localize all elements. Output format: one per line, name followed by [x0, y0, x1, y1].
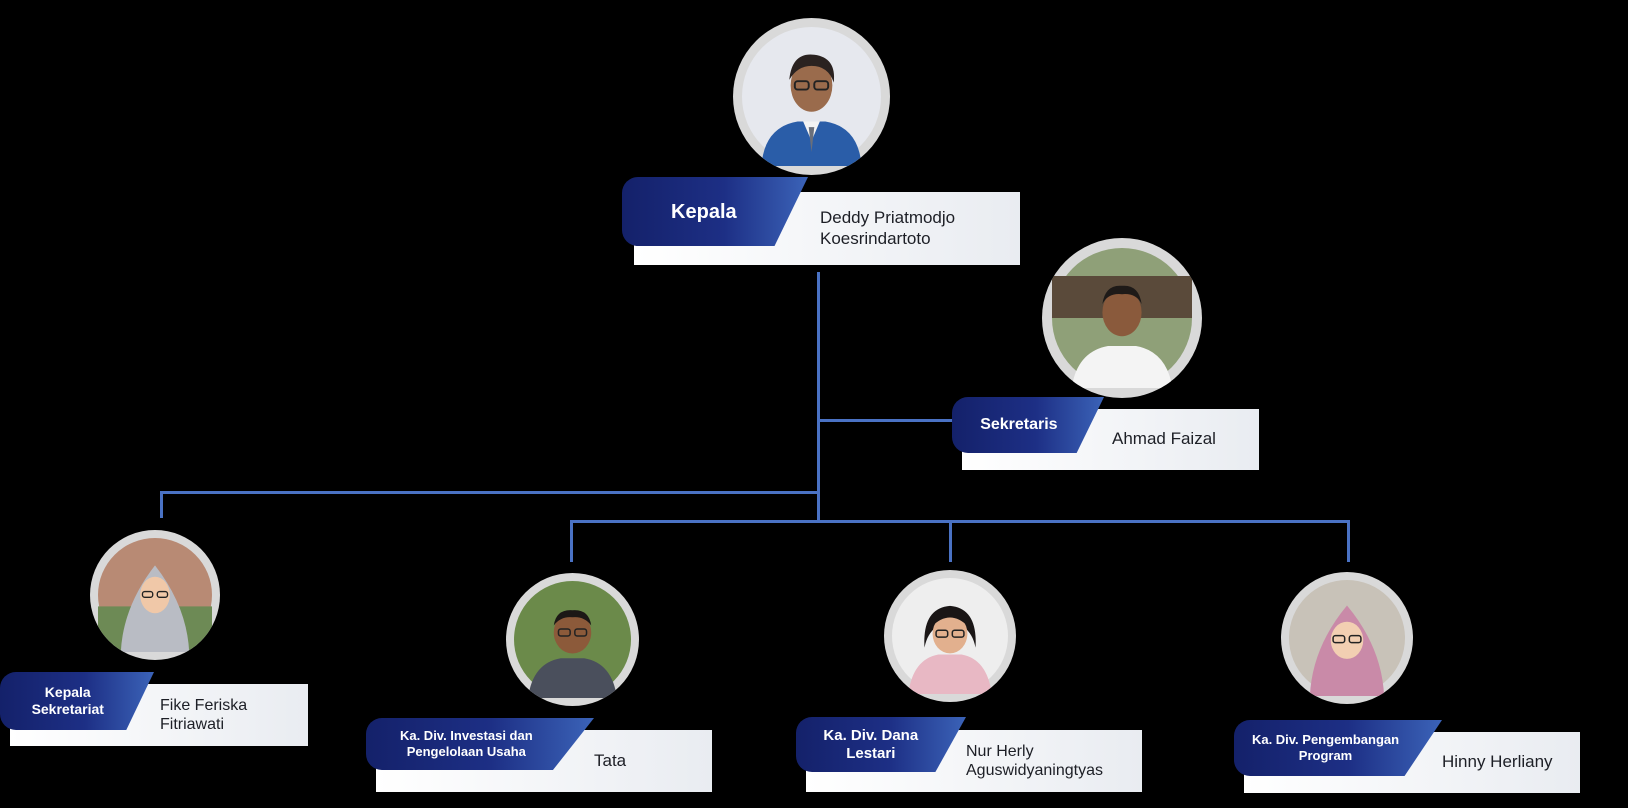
division-dana-card: Nur Herly Aguswidyaningtyas Ka. Div. Dan…: [796, 717, 1142, 792]
secretary-name: Ahmad Faizal: [1112, 429, 1216, 449]
portrait-man-icon: [1052, 248, 1192, 388]
portrait-woman-icon: [892, 578, 1008, 694]
division-pengembangan-role-badge: Ka. Div. Pengembangan Program: [1234, 720, 1442, 776]
portrait-woman-hijab-icon: [98, 538, 212, 652]
connector-secretariat-horizontal: [160, 491, 820, 494]
portrait-man-icon: [514, 581, 631, 698]
division-pengembangan-role: Ka. Div. Pengembangan Program: [1251, 732, 1400, 763]
head-photo: [733, 18, 890, 175]
secretariat-head-photo: [90, 530, 220, 660]
secretary-role-badge: Sekretaris: [952, 397, 1104, 453]
division-investasi-card: Tata Ka. Div. Investasi dan Pengelolaan …: [366, 718, 712, 792]
secretariat-head-card: Fike Feriska Fitriawati Kepala Sekretari…: [0, 672, 308, 746]
division-pengembangan-name: Hinny Herliany: [1442, 752, 1553, 772]
division-dana-photo: [884, 570, 1016, 702]
connector-division-3-drop: [1347, 520, 1350, 562]
secretariat-head-role: Kepala Sekretariat: [31, 684, 104, 717]
connector-division-1-drop: [570, 520, 573, 562]
division-investasi-name: Tata: [594, 750, 627, 770]
division-investasi-photo: [506, 573, 639, 706]
division-pengembangan-photo: [1281, 572, 1413, 704]
portrait-man-icon: [742, 27, 881, 166]
secretariat-head-name: Fike Feriska Fitriawati: [160, 696, 248, 733]
connector-trunk: [817, 272, 820, 522]
secretariat-head-role-badge: Kepala Sekretariat: [0, 672, 154, 730]
secretary-card: Ahmad Faizal Sekretaris: [952, 397, 1259, 470]
head-role: Kepala: [671, 200, 737, 223]
connector-secretary: [817, 419, 953, 422]
portrait-woman-hijab-icon: [1289, 580, 1405, 696]
division-pengembangan-card: Hinny Herliany Ka. Div. Pengembangan Pro…: [1234, 720, 1580, 793]
division-dana-name: Nur Herly Aguswidyaningtyas: [966, 742, 1103, 779]
division-dana-role: Ka. Div. Dana Lestari: [823, 726, 919, 762]
division-investasi-role: Ka. Div. Investasi dan Pengelolaan Usaha: [399, 728, 533, 759]
head-card: Deddy Priatmodjo Koesrindartoto Kepala: [622, 177, 1020, 265]
connector-secretariat-drop: [160, 491, 163, 518]
connector-divisions-horizontal: [570, 520, 1350, 523]
division-investasi-role-badge: Ka. Div. Investasi dan Pengelolaan Usaha: [366, 718, 594, 770]
secretary-role: Sekretaris: [980, 416, 1058, 434]
secretary-photo: [1042, 238, 1202, 398]
head-name: Deddy Priatmodjo Koesrindartoto: [820, 208, 956, 248]
connector-division-2-drop: [949, 520, 952, 562]
division-dana-role-badge: Ka. Div. Dana Lestari: [796, 717, 966, 772]
head-role-badge: Kepala: [622, 177, 808, 246]
